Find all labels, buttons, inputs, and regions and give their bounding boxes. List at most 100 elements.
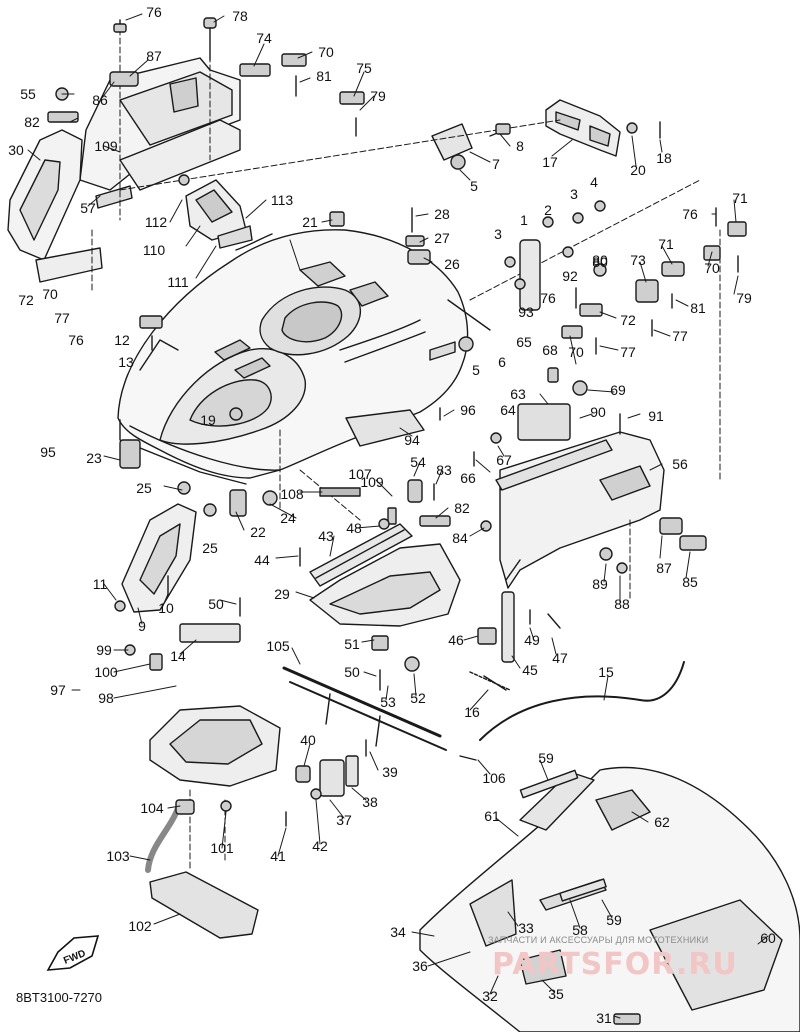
callout-label: 87 <box>656 560 672 576</box>
callout-label: 76 <box>540 290 556 306</box>
callout-label: 49 <box>524 632 540 648</box>
lower-body <box>419 766 800 1032</box>
callout-label: 47 <box>552 650 568 666</box>
callout-label: 4 <box>590 174 598 190</box>
callout-label: 10 <box>158 600 174 616</box>
callout-label: 79 <box>736 290 752 306</box>
callout-label: 103 <box>106 848 130 864</box>
callout-label: 111 <box>167 274 189 290</box>
callout-label: 31 <box>596 1010 612 1026</box>
callout-label: 94 <box>404 432 420 448</box>
callout-label: 17 <box>542 154 558 170</box>
callout-label: 37 <box>336 812 352 828</box>
callout-label: 81 <box>690 300 706 316</box>
callout-label: 83 <box>436 462 452 478</box>
callout-label: 57 <box>80 200 96 216</box>
callout-label: 41 <box>270 848 286 864</box>
watermark-site: PARTSFOR.RU <box>492 947 738 982</box>
callout-label: 59 <box>538 750 554 766</box>
callout-label: 100 <box>94 664 118 680</box>
callout-label: 19 <box>200 412 216 428</box>
callout-label: 72 <box>18 292 34 308</box>
callout-label: 109 <box>360 474 384 490</box>
callout-label: 76 <box>68 332 84 348</box>
callout-label: 90 <box>590 404 606 420</box>
callout-label: 86 <box>92 92 108 108</box>
callout-label: 35 <box>548 986 564 1002</box>
callout-label: 46 <box>448 632 464 648</box>
callout-label: 95 <box>40 444 56 460</box>
callout-label: 5 <box>470 178 478 194</box>
callout-label: 80 <box>592 254 608 270</box>
callout-label: 113 <box>270 192 294 208</box>
upper-left-panels <box>7 57 241 283</box>
callout-label: 44 <box>254 552 270 568</box>
callout-label: 99 <box>96 642 112 658</box>
callout-label: 109 <box>94 138 118 154</box>
crossbar-and-cable <box>282 661 685 751</box>
callout-label: 78 <box>232 8 248 24</box>
callout-label: 20 <box>630 162 646 178</box>
callout-label: 15 <box>598 664 614 680</box>
callout-label: 101 <box>210 840 234 856</box>
callout-label: 84 <box>452 530 468 546</box>
callout-label: 69 <box>610 382 626 398</box>
callout-label: 77 <box>620 344 636 360</box>
callout-label: 5 <box>472 362 480 378</box>
callout-label: 60 <box>760 930 776 946</box>
callout-label: 21 <box>302 214 318 230</box>
callout-label: 7 <box>492 156 500 172</box>
callout-label: 92 <box>562 268 578 284</box>
callout-label: 32 <box>482 988 498 1004</box>
callout-label: 51 <box>344 636 360 652</box>
callout-label: 82 <box>24 114 40 130</box>
callout-label: 2 <box>544 202 552 218</box>
callout-label: 87 <box>146 48 162 64</box>
callout-label: 61 <box>484 808 500 824</box>
callout-label: 34 <box>390 924 406 940</box>
callout-label: 81 <box>316 68 332 84</box>
callout-label: 68 <box>542 342 558 358</box>
side-vent-and-tray <box>121 503 281 939</box>
callout-label: 77 <box>54 310 70 326</box>
callout-label: 30 <box>8 142 24 158</box>
callout-label: 16 <box>464 704 480 720</box>
callout-label: 112 <box>144 214 168 230</box>
callout-label: 38 <box>362 794 378 810</box>
callout-label: 88 <box>614 596 630 612</box>
callout-label: 56 <box>672 456 688 472</box>
callout-label: 82 <box>454 500 470 516</box>
callout-label: 70 <box>704 260 720 276</box>
callout-label: 27 <box>434 230 450 246</box>
callout-label: 108 <box>280 486 304 502</box>
callout-label: 71 <box>732 190 748 206</box>
fasteners <box>47 17 747 1025</box>
callout-label: 58 <box>572 922 588 938</box>
callout-label: 70 <box>42 286 58 302</box>
hood-shape <box>117 229 469 485</box>
callout-label: 96 <box>460 402 476 418</box>
callout-label: 77 <box>672 328 688 344</box>
callout-label: 13 <box>118 354 134 370</box>
callout-label: 74 <box>256 30 272 46</box>
callout-label: 72 <box>620 312 636 328</box>
callout-label: 66 <box>460 470 476 486</box>
callout-label: 65 <box>516 334 532 350</box>
callout-label: 98 <box>98 690 114 706</box>
watermark-caption: ЗАПЧАСТИ И АКСЕССУАРЫ ДЛЯ МОТОТЕХНИКИ <box>488 935 709 945</box>
callout-label: 50 <box>344 664 360 680</box>
callout-label: 12 <box>114 332 130 348</box>
callout-label: 93 <box>518 304 534 320</box>
callout-label: 6 <box>498 354 506 370</box>
callout-label: 89 <box>592 576 608 592</box>
callout-label: 28 <box>434 206 450 222</box>
callout-label: 76 <box>146 4 162 20</box>
callout-label: 48 <box>346 520 362 536</box>
callout-label: 63 <box>510 386 526 402</box>
watermark: ЗАПЧАСТИ И АКСЕССУАРЫ ДЛЯ МОТОТЕХНИКИ PA… <box>488 935 798 985</box>
callout-label: 24 <box>280 510 296 526</box>
diagram-code: 8BT3100-7270 <box>16 990 103 1005</box>
center-cowl <box>309 409 461 627</box>
callout-label: 97 <box>50 682 66 698</box>
